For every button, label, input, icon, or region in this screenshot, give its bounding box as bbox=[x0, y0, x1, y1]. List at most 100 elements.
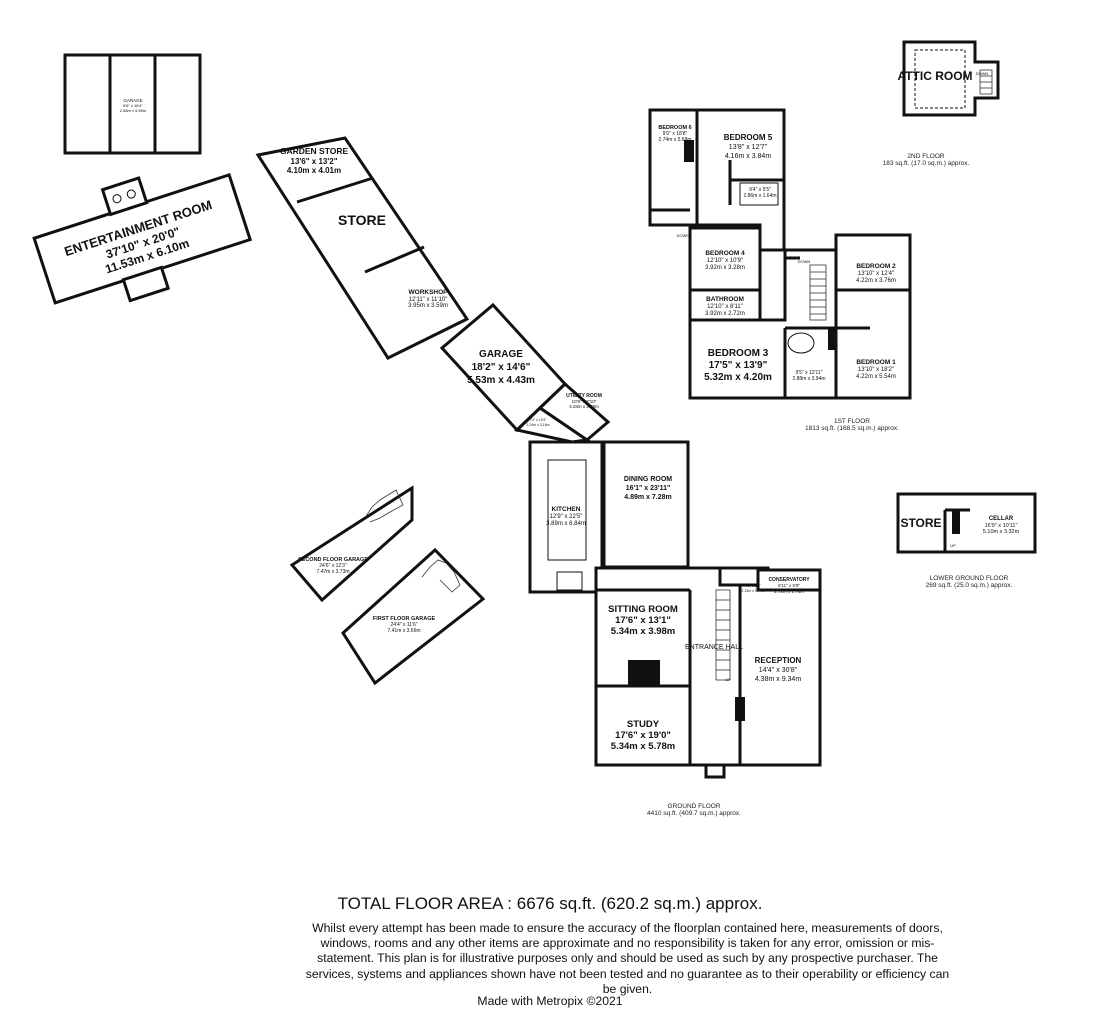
utility-metric: 3.28m x 2.38m bbox=[569, 404, 599, 409]
bedroom5-imperial: 13'8" x 12'7" bbox=[729, 144, 768, 151]
garage-small-imperial: 8'6" x 18'4" bbox=[123, 103, 143, 108]
first-floor-stairs bbox=[809, 264, 827, 321]
first-floor-area: 1813 sq.ft. (168.5 sq.m.) approx. bbox=[805, 425, 899, 432]
store-lg-name: STORE bbox=[900, 516, 941, 530]
total-floor-area: TOTAL FLOOR AREA : 6676 sq.ft. (620.2 sq… bbox=[337, 894, 763, 913]
bedroom6-metric: 2.74m x 5.68m bbox=[658, 137, 691, 143]
first-floor-garage-imperial: 24'4" x 11'6" bbox=[390, 622, 417, 628]
up-marker-cellar: UP bbox=[950, 543, 956, 548]
bedroom2-imperial: 13'10" x 12'4" bbox=[858, 271, 894, 277]
bedroom2-name: BEDROOM 2 bbox=[856, 263, 896, 270]
bathroom-metric: 3.92m x 2.72m bbox=[705, 311, 745, 317]
reception-imperial: 14'4" x 30'8" bbox=[759, 667, 798, 674]
bedroom4-name: BEDROOM 4 bbox=[705, 250, 745, 257]
bedroom2-metric: 4.22m x 3.76m bbox=[856, 278, 896, 284]
wc-small-metric: 2.13m x 1.74m bbox=[741, 589, 764, 593]
bedroom3-name: BEDROOM 3 bbox=[708, 348, 769, 359]
sitting-metric: 5.34m x 3.98m bbox=[611, 626, 675, 637]
down-marker-attic: DOWN bbox=[976, 71, 989, 76]
garden-store-name: GARDEN STORE bbox=[280, 146, 349, 156]
bedroom6-imperial: 9'0" x 18'8" bbox=[663, 131, 688, 137]
lobby-metric: 2.24m x 3.16m bbox=[526, 423, 549, 427]
cellar-metric: 5.10m x 3.32m bbox=[983, 529, 1020, 535]
garage-main-metric: 5.53m x 4.43m bbox=[467, 375, 535, 386]
kitchen-metric: 3.89m x 6.84m bbox=[546, 521, 586, 527]
store-wing: GARDEN STORE 13'6" x 13'2" 4.10m x 4.01m… bbox=[255, 136, 470, 360]
kitchen-name: KITCHEN bbox=[552, 506, 581, 513]
down-marker-first: DOWN bbox=[798, 259, 811, 264]
garage-small-metric: 2.58m x 5.59m bbox=[120, 108, 147, 113]
lower-ground-floor: STORE CELLAR 16'9" x 10'11" 5.10m x 3.32… bbox=[896, 492, 1037, 589]
second-floor-garage-metric: 7.47m x 3.73m bbox=[316, 569, 349, 575]
kitchen-imperial: 12'9" x 22'5" bbox=[550, 514, 583, 520]
garden-store-metric: 4.10m x 4.01m bbox=[287, 166, 341, 175]
utility-name: UTILITY ROOM bbox=[566, 393, 602, 399]
garage-main-name: GARAGE bbox=[479, 349, 523, 360]
lower-ground-floor-area: 269 sq.ft. (25.0 sq.m.) approx. bbox=[926, 582, 1013, 589]
second-floor-garage-name: SECOND FLOOR GARAGE bbox=[298, 557, 368, 563]
first-floor-garage-name: FIRST FLOOR GARAGE bbox=[373, 616, 436, 622]
conservatory-imperial: 8'11" x 5'9" bbox=[778, 583, 800, 588]
entrance-hall-name: ENTRANCE HALL bbox=[685, 644, 743, 651]
ground-floor-area: 4410 sq.ft. (409.7 sq.m.) approx. bbox=[647, 810, 741, 817]
conservatory-metric: 2.72m x 1.74m bbox=[774, 589, 804, 594]
cellar-name: CELLAR bbox=[989, 516, 1014, 522]
ensuite5-metric: 2.86m x 1.64m bbox=[743, 193, 776, 199]
garage-main-imperial: 18'2" x 14'6" bbox=[472, 362, 531, 373]
garage-small-name: GARAGE bbox=[123, 98, 142, 103]
bedroom3-imperial: 17'5" x 13'9" bbox=[709, 360, 768, 371]
disclaimer-text: Whilst every attempt has been made to en… bbox=[305, 921, 950, 996]
attic-name: ATTIC ROOM bbox=[897, 69, 972, 83]
first-floor-name: 1ST FLOOR bbox=[834, 418, 870, 425]
dining-imperial: 16'1" x 23'11" bbox=[626, 485, 671, 492]
entrance-stairs bbox=[715, 589, 731, 681]
bathroom-imperial: 12'10" x 8'11" bbox=[707, 304, 743, 310]
cellar-imperial: 16'9" x 10'11" bbox=[985, 523, 1018, 529]
bedroom5-metric: 4.16m x 3.84m bbox=[725, 153, 771, 160]
workshop-metric: 3.95m x 3.59m bbox=[408, 303, 448, 309]
bedroom5-name: BEDROOM 5 bbox=[724, 133, 773, 142]
bedroom3-metric: 5.32m x 4.20m bbox=[704, 372, 772, 383]
bedroom6-name: BEDROOM 6 bbox=[658, 125, 691, 131]
bathroom-name: BATHROOM bbox=[706, 296, 744, 303]
second-floor-area: 183 sq.ft. (17.0 sq.m.) approx. bbox=[883, 160, 970, 167]
second-floor-garage-imperial: 24'6" x 12'3" bbox=[319, 563, 347, 569]
utility-imperial: 10'9" x 7'10" bbox=[572, 399, 597, 404]
bedroom4-imperial: 12'10" x 10'9" bbox=[707, 258, 743, 264]
lobby-imperial: 7'4" x 10'4" bbox=[529, 418, 547, 422]
dining-metric: 4.89m x 7.28m bbox=[624, 494, 671, 501]
first-floor: BEDROOM 6 9'0" x 18'8" 2.74m x 5.68m BED… bbox=[648, 108, 912, 432]
garage-wing: GARAGE 18'2" x 14'6" 5.53m x 4.43m UTILI… bbox=[439, 302, 611, 444]
conservatory-name: CONSERVATORY bbox=[768, 577, 810, 583]
store-name: STORE bbox=[338, 212, 386, 228]
ensuite1-imperial: 9'5" x 12'11" bbox=[795, 370, 822, 376]
up-marker-ground: UP bbox=[725, 677, 731, 682]
ensuite5-imperial: 9'4" x 5'5" bbox=[749, 187, 771, 193]
workshop-name: WORKSHOP bbox=[409, 289, 449, 296]
down-marker-west: DOWN bbox=[677, 233, 690, 238]
study-metric: 5.34m x 5.78m bbox=[611, 741, 675, 752]
attic-floor: ATTIC ROOM DOWN 2ND FLOOR 183 sq.ft. (17… bbox=[883, 40, 1000, 167]
study-name: STUDY bbox=[627, 719, 660, 730]
bedroom1-name: BEDROOM 1 bbox=[856, 359, 896, 366]
ground-floor-name: GROUND FLOOR bbox=[667, 803, 720, 810]
second-floor-name: 2ND FLOOR bbox=[907, 153, 945, 160]
made-with-credit: Made with Metropix ©2021 bbox=[477, 994, 623, 1008]
dining-name: DINING ROOM bbox=[624, 476, 672, 483]
lower-ground-floor-name: LOWER GROUND FLOOR bbox=[930, 575, 1009, 582]
bedroom1-metric: 4.22m x 5.54m bbox=[856, 374, 896, 380]
wc-small-imperial: 7'0" x 5'9" bbox=[745, 584, 761, 588]
detached-garage: GARAGE 8'6" x 18'4" 2.58m x 5.59m bbox=[63, 53, 202, 155]
garden-store-imperial: 13'6" x 13'2" bbox=[291, 157, 338, 166]
study-imperial: 17'6" x 19'0" bbox=[615, 730, 671, 741]
first-floor-garage-metric: 7.41m x 3.66m bbox=[387, 628, 420, 634]
bedroom4-metric: 3.92m x 3.28m bbox=[705, 265, 745, 271]
reception-metric: 4.38m x 9.34m bbox=[755, 676, 801, 683]
entertainment-room bbox=[32, 172, 253, 305]
second-floor-garage: SECOND FLOOR GARAGE 24'6" x 12'3" 7.47m … bbox=[289, 485, 414, 603]
ensuite1-metric: 2.88m x 3.94m bbox=[792, 376, 825, 382]
bedroom1-imperial: 13'10" x 18'2" bbox=[858, 367, 894, 373]
sitting-name: SITTING ROOM bbox=[608, 604, 678, 615]
first-floor-garage: FIRST FLOOR GARAGE 24'4" x 11'6" 7.41m x… bbox=[341, 547, 486, 686]
